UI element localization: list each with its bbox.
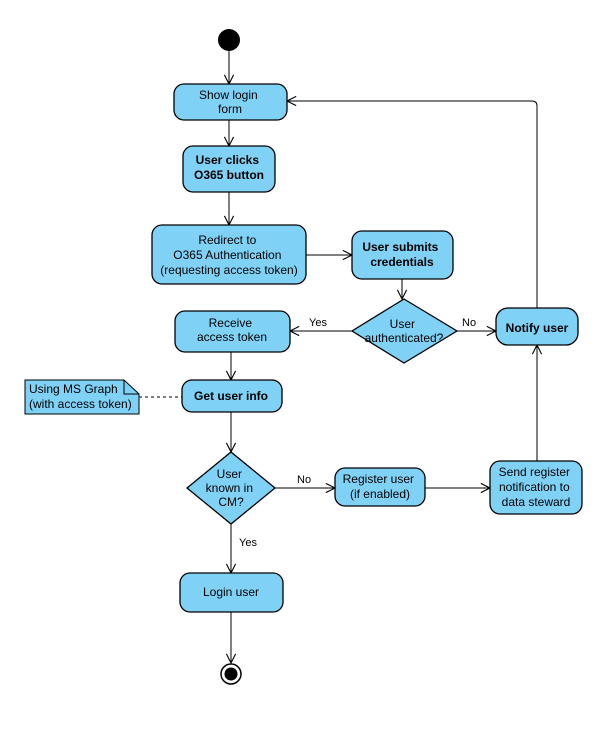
node-receive-access-token: Receive access token xyxy=(174,310,291,353)
node-redirect-o365: Redirect to O365 Authentication (request… xyxy=(151,224,307,285)
label-auth-yes: Yes xyxy=(309,317,327,329)
edge-notify-to-show-login xyxy=(287,101,538,308)
decision-user-authenticated-text: User authenticated? xyxy=(365,317,444,345)
decision-user-authenticated: User authenticated? xyxy=(350,298,459,364)
note-ms-graph-text: Using MS Graph (with access token) xyxy=(29,382,132,411)
node-redirect-o365-text: Redirect to O365 Authentication (request… xyxy=(160,233,297,277)
label-known-yes: Yes xyxy=(239,537,257,549)
node-receive-access-token-text: Receive access token xyxy=(197,316,267,344)
node-show-login-form-text: Show login form xyxy=(199,88,261,116)
decision-user-known-in-cm-text: User known in CM? xyxy=(206,467,257,509)
node-notify-user: Notify user xyxy=(495,307,579,346)
start-node xyxy=(218,29,240,51)
node-get-user-info: Get user info xyxy=(181,379,283,413)
label-auth-no: No xyxy=(462,317,476,329)
node-user-submits-credentials-text: User submits credentials xyxy=(362,240,441,269)
note-ms-graph: Using MS Graph (with access token) xyxy=(24,379,140,415)
node-send-register-notification-text: Send register notification to data stewa… xyxy=(499,465,574,509)
node-login-user-text: Login user xyxy=(203,585,259,599)
decision-user-known-in-cm: User known in CM? xyxy=(185,451,277,525)
node-user-submits-credentials: User submits credentials xyxy=(351,230,454,280)
node-get-user-info-text: Get user info xyxy=(194,389,268,403)
node-show-login-form: Show login form xyxy=(173,83,288,121)
node-notify-user-text: Notify user xyxy=(506,321,569,335)
node-register-user-text: Register user (if enabled) xyxy=(343,472,418,501)
node-user-clicks-o365-text: User clicks O365 button xyxy=(194,153,264,182)
node-send-register-notification: Send register notification to data stewa… xyxy=(489,460,583,515)
node-login-user: Login user xyxy=(179,572,284,613)
end-node xyxy=(220,663,242,685)
edges xyxy=(139,51,537,663)
node-register-user: Register user (if enabled) xyxy=(334,467,426,507)
label-known-no: No xyxy=(297,474,311,486)
node-user-clicks-o365: User clicks O365 button xyxy=(182,145,276,193)
